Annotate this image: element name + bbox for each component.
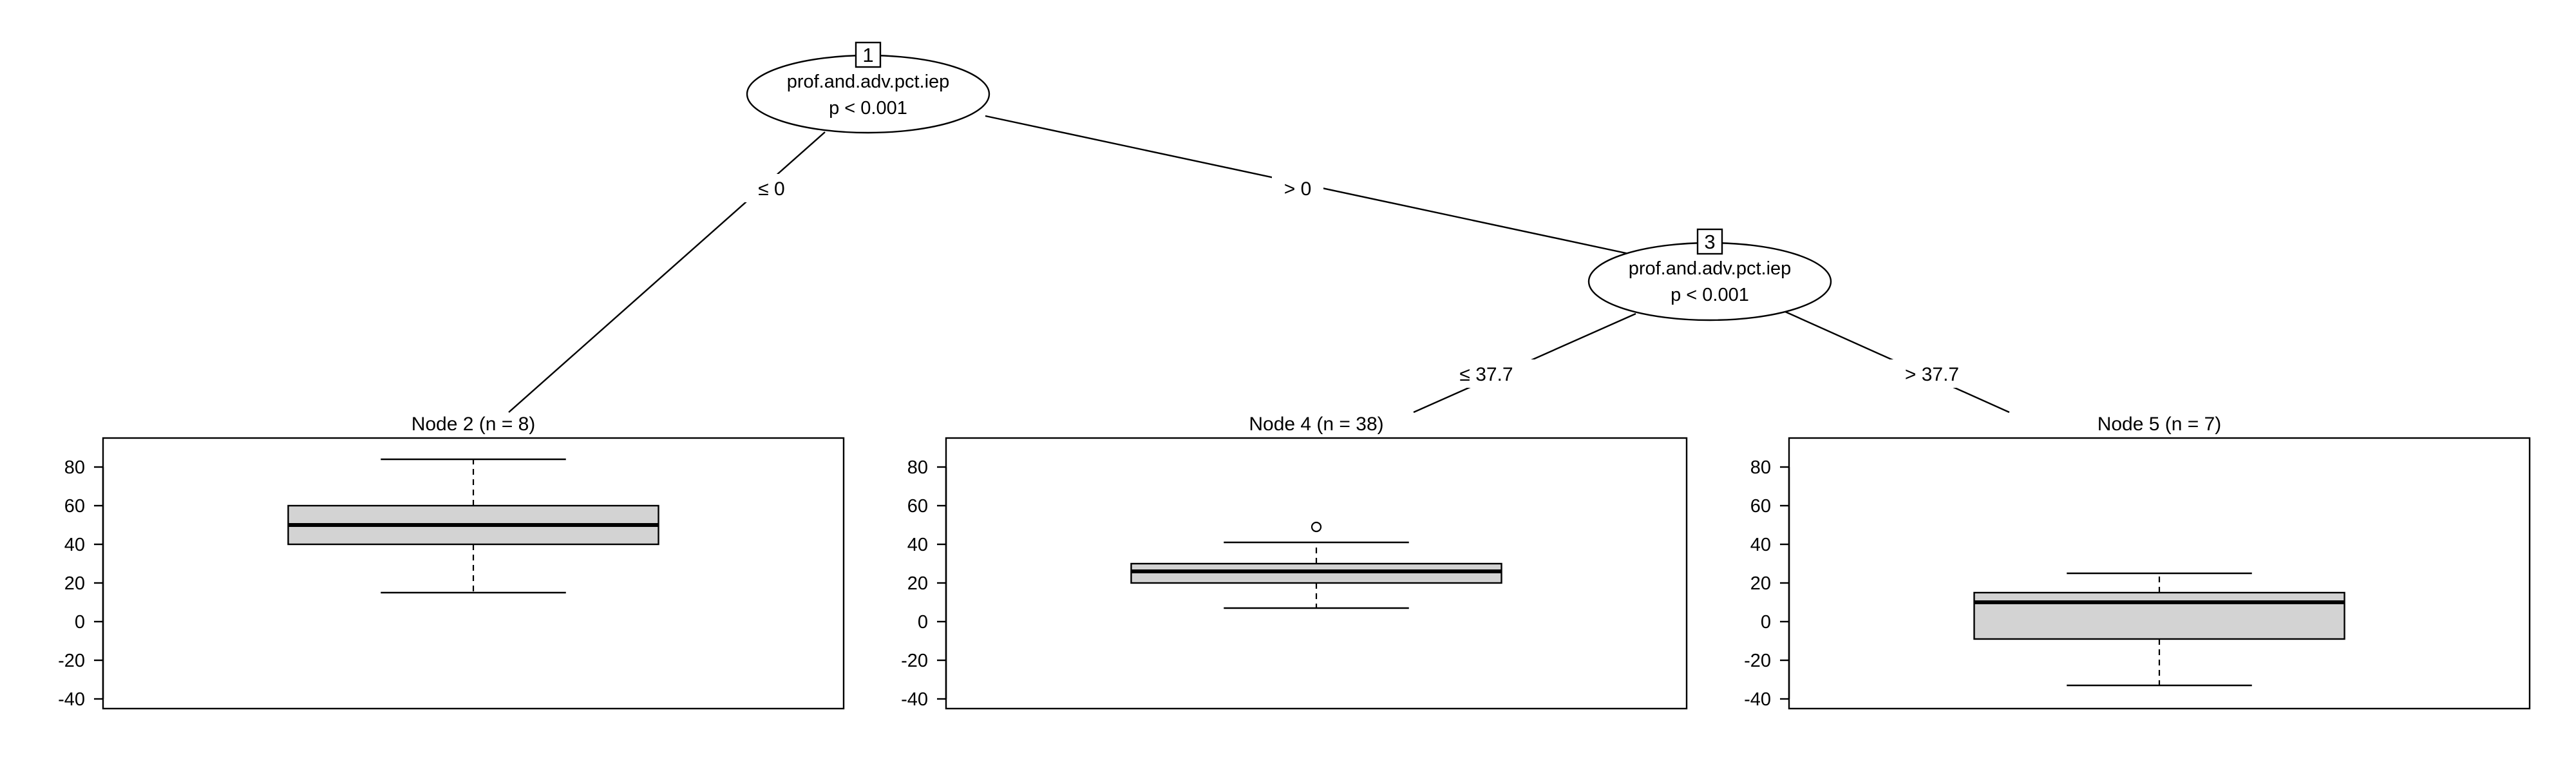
y-tick-label: 40: [1750, 535, 1771, 555]
node-id-box: [855, 41, 882, 68]
y-tick-label: 60: [907, 496, 928, 517]
terminal-node-3-panel: Node 5 (n = 7) 80 60 40 20 0 -20 -40: [1744, 414, 2531, 710]
edge-label-1-3: > 0: [1284, 178, 1312, 200]
y-tick-label: 80: [64, 457, 85, 478]
y-tick-label: 80: [907, 457, 928, 478]
inner-node-3: prof.and.adv.pct.iep p < 0.001 3: [1587, 228, 1832, 321]
y-tick-label: 0: [1761, 612, 1771, 633]
y-tick-label: -40: [1744, 689, 1771, 710]
y-tick-label: -20: [1744, 651, 1771, 671]
node-variable: prof.and.adv.pct.iep: [1629, 258, 1792, 279]
node-variable: prof.and.adv.pct.iep: [787, 72, 950, 92]
y-tick-label: 80: [1750, 457, 1771, 478]
y-tick-label: 20: [907, 573, 928, 594]
node-id: 1: [862, 44, 873, 66]
terminal-node-2-panel: Node 4 (n = 38) 80 60 40 20 0 -20 -40: [901, 414, 1688, 710]
y-tick-label: 40: [64, 535, 85, 555]
edge-label-3-4: ≤ 37.7: [1459, 364, 1513, 385]
panel-title: Node 4 (n = 38): [1249, 414, 1383, 435]
node-id: 3: [1704, 231, 1715, 253]
panel-title: Node 2 (n = 8): [412, 414, 536, 435]
edge-label-3-5: > 37.7: [1905, 364, 1959, 385]
edge-labels: ≤ 0 > 0 ≤ 37.7 > 37.7: [741, 174, 1984, 388]
panel-frame: [102, 437, 845, 710]
y-tick-label: 40: [907, 535, 928, 555]
node-id-box: [1696, 228, 1723, 255]
y-tick-label: -20: [58, 651, 85, 671]
box-iqr: [1973, 591, 2345, 640]
inner-node-1: prof.and.adv.pct.iep p < 0.001 1: [746, 41, 990, 134]
y-tick-label: 20: [1750, 573, 1771, 594]
y-tick-label: -20: [901, 651, 928, 671]
y-tick-label: -40: [58, 689, 85, 710]
edge-label-1-2: ≤ 0: [758, 178, 784, 200]
y-tick-label: 60: [1750, 496, 1771, 517]
y-tick-label: 60: [64, 496, 85, 517]
panel-title: Node 5 (n = 7): [2098, 414, 2222, 435]
node-pvalue: p < 0.001: [829, 98, 907, 119]
outlier-point: [1311, 521, 1322, 533]
terminal-node-1-panel: Node 2 (n = 8) 80 60 40 20 0 -20 -40: [58, 414, 845, 710]
y-tick-label: 20: [64, 573, 85, 594]
edge-1-3-line: [985, 115, 1672, 264]
node-pvalue: p < 0.001: [1671, 285, 1749, 305]
y-tick-label: 0: [75, 612, 85, 633]
y-tick-label: 0: [918, 612, 928, 633]
y-tick-label: -40: [901, 689, 928, 710]
